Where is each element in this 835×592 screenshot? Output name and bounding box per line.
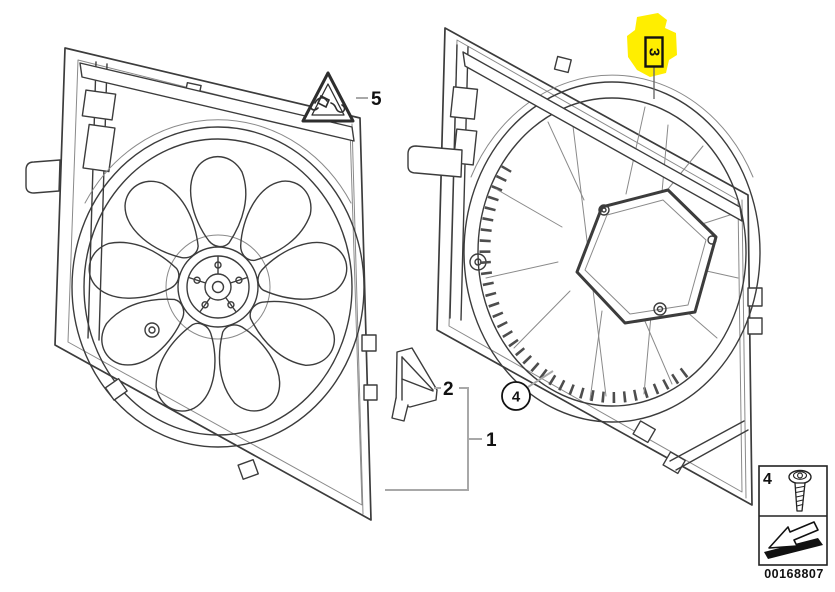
bracket-part-drawing [391, 347, 438, 422]
top-rail [79, 62, 355, 142]
callout-3-highlighted[interactable]: 3 [627, 13, 677, 99]
fan-assembly-drawing [25, 47, 378, 521]
shroud-teeth [479, 165, 689, 404]
torx-screw-icon [788, 469, 812, 512]
callout-5-label[interactable]: 5 [371, 89, 382, 110]
callout-1[interactable]: 1 [468, 430, 497, 451]
legend-box: 4 [758, 465, 828, 566]
highlight-box [644, 36, 664, 68]
direction-arrow-icon [764, 521, 823, 559]
callout-4-circled[interactable]: 4 [501, 370, 554, 411]
fan-blades [84, 155, 352, 420]
part-number: 00168807 [764, 567, 824, 581]
mounting-tab [407, 145, 463, 178]
mounting-tab [25, 159, 61, 194]
leader-line [527, 370, 554, 388]
fan-shroud-drawing [407, 27, 763, 506]
fan-hub [177, 246, 259, 328]
callout-2-label[interactable]: 2 [443, 379, 454, 400]
callout-4-label[interactable]: 4 [512, 389, 521, 406]
callout-3-label[interactable]: 3 [646, 48, 663, 56]
legend-item-number: 4 [763, 471, 772, 488]
top-rail [462, 51, 743, 222]
warning-triangle-icon [301, 71, 355, 123]
callout-1-label[interactable]: 1 [486, 430, 497, 451]
motor-mount-bracket [575, 188, 718, 325]
callout-5[interactable]: 5 [356, 89, 382, 110]
callout-circle [501, 381, 531, 411]
